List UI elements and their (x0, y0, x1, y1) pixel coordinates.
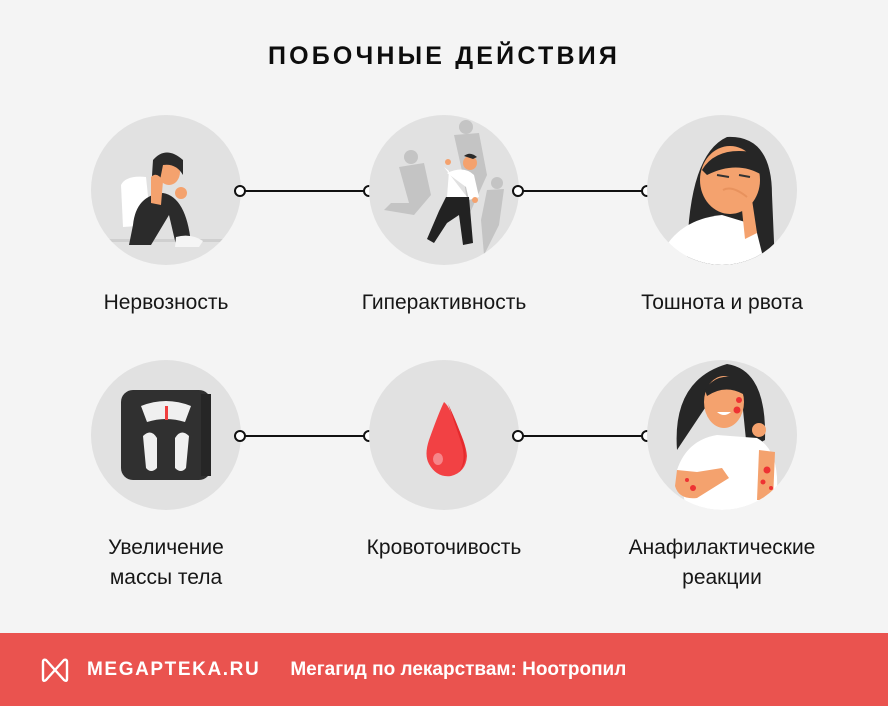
blood-drop-icon (369, 360, 519, 510)
connector-line (234, 185, 375, 197)
page-title: ПОБОЧНЫЕ ДЕЙСТВИЯ (267, 42, 621, 70)
label-anaphylaxis: Анафилактические реакции (592, 533, 852, 593)
footer-tagline: Мегагид по лекарствам: Ноотропил (290, 658, 627, 680)
running-man-illustration (369, 115, 519, 265)
label-anaphylaxis-line2: реакции (682, 566, 762, 589)
connector-line (512, 185, 653, 197)
label-nausea: Тошнота и рвота (641, 291, 803, 314)
label-nervousness: Нервозность (103, 291, 229, 314)
nauseous-woman-illustration (647, 115, 797, 265)
bathroom-scale-icon (91, 360, 241, 510)
label-hyperactivity: Гиперактивность (361, 291, 527, 314)
label-anaphylaxis-line1: Анафилактические (628, 536, 816, 559)
allergic-woman-illustration (647, 360, 797, 510)
label-weight-gain-line2: массы тела (109, 566, 223, 589)
label-bleeding: Кровоточивость (366, 536, 522, 559)
connector-line (512, 430, 653, 442)
anxious-woman-illustration (91, 115, 241, 265)
label-weight-gain: Увеличение массы тела (36, 533, 296, 593)
label-weight-gain-line1: Увеличение (108, 536, 224, 559)
footer-bar: MEGAPTEKA.RU Мегагид по лекарствам: Ноот… (0, 633, 888, 706)
megapteka-logo-icon (41, 658, 69, 682)
connector-line (234, 430, 375, 442)
brand-name[interactable]: MEGAPTEKA.RU (87, 658, 261, 680)
